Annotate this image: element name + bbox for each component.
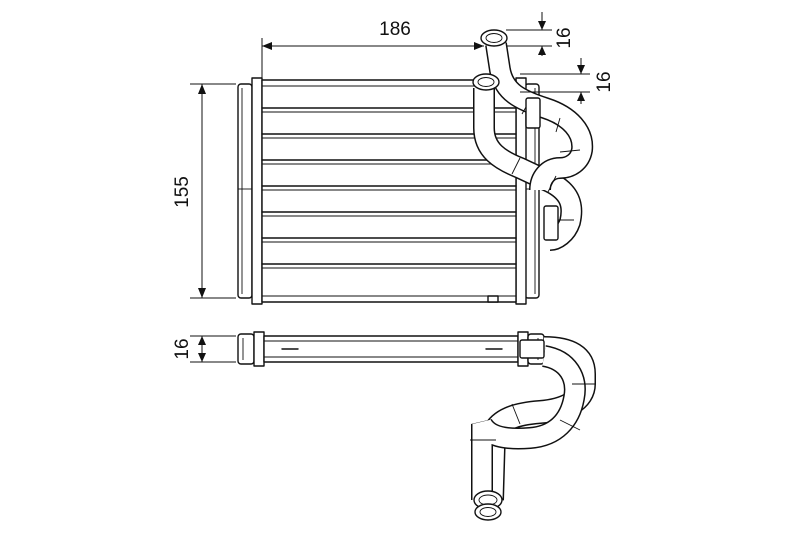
bottom-core [263,335,519,363]
front-view [237,29,594,305]
upper-pipe-mouth [480,29,508,47]
lower-pipe-mouth [472,73,500,91]
dimension-pipe-second-label: 16 [594,71,615,92]
bottom-left-plate [253,331,265,367]
core-fin-rows [261,107,517,269]
dimension-depth: 16 [172,335,236,363]
dimension-pipe-second: 16 [520,58,615,104]
drain-tab [487,295,499,303]
upper-pipe-flange [525,97,541,129]
front-pipes [472,29,594,251]
bottom-pipe-flange [519,339,545,359]
bottom-pipes [470,336,596,521]
dimension-pipe-top: 16 [506,12,575,56]
dimension-height: 155 [172,83,236,299]
dimension-width-label: 186 [379,19,411,40]
bottom-left-tank [237,333,255,365]
left-header-tank [237,83,253,299]
bottom-pipe-mouth [474,503,502,521]
bottom-view [237,331,596,521]
lower-pipe-flange [543,205,559,241]
dimension-height-label: 155 [172,176,193,208]
dimension-width: 186 [261,19,484,78]
dimension-pipe-top-label: 16 [554,27,575,48]
left-end-plate [251,77,263,305]
dimension-depth-label: 16 [172,338,193,359]
